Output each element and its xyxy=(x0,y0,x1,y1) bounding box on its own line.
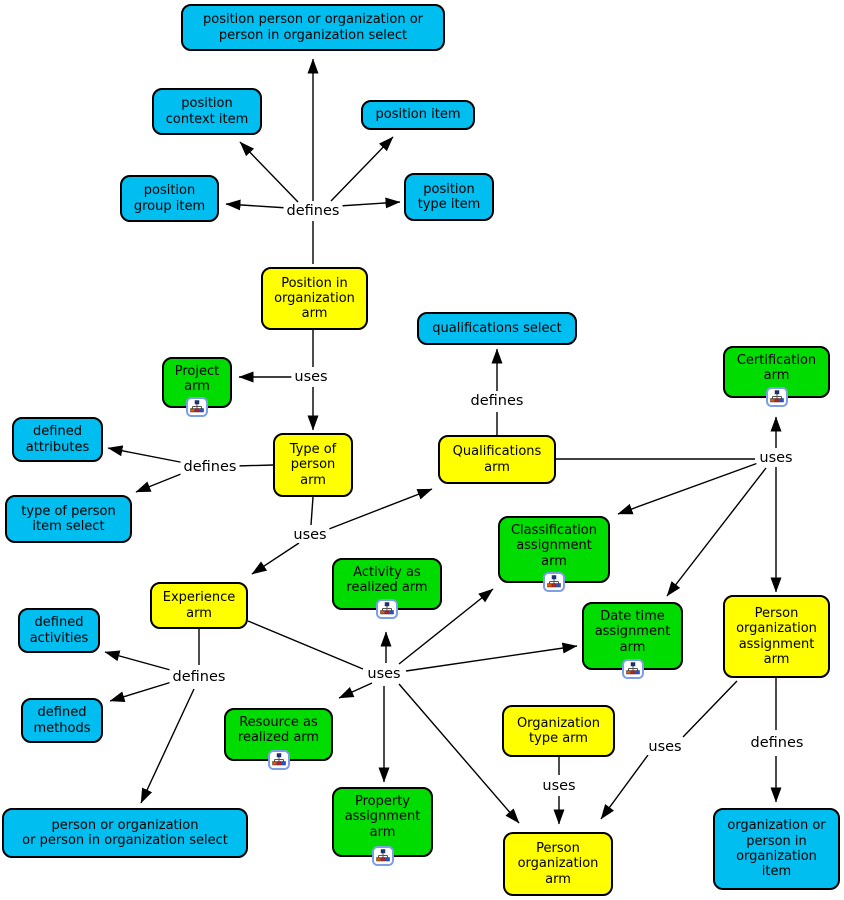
edge-label-defines-experience: defines xyxy=(169,669,229,685)
hierarchy-icon xyxy=(765,387,788,407)
node-qualifications-select[interactable]: qualifications select xyxy=(417,312,577,345)
node-date-time-assignment-arm[interactable]: Date time assignment arm xyxy=(582,602,683,679)
node-type-of-person-item-select[interactable]: type of person item select xyxy=(5,495,132,543)
hierarchy-icon xyxy=(267,750,290,770)
edge-label-defines-type-of-person: defines xyxy=(180,459,240,475)
edge-label-uses-person-org-assignment: uses xyxy=(645,739,685,755)
hierarchy-icon xyxy=(371,846,394,866)
edge-label-uses-qualifications: uses xyxy=(756,450,796,466)
node-position-context-item[interactable]: position context item xyxy=(152,88,262,135)
edge-label-uses-organization-type: uses xyxy=(539,778,579,794)
node-person-or-organization-select[interactable]: person or organization or person in orga… xyxy=(2,808,248,858)
hierarchy-icon xyxy=(543,572,565,592)
node-qualifications-arm[interactable]: Qualifications arm xyxy=(438,435,556,484)
hierarchy-icon xyxy=(621,659,644,679)
edge-label-defines-qualifications: defines xyxy=(467,393,527,409)
edge-label-uses-experience: uses xyxy=(364,666,404,682)
node-type-of-person-arm[interactable]: Type of person arm xyxy=(273,433,353,497)
node-position-in-organization-arm[interactable]: Position in organization arm xyxy=(261,267,368,330)
connector-arrows xyxy=(104,58,782,825)
node-property-assignment-arm[interactable]: Property assignment arm xyxy=(332,787,433,866)
edge-label-uses-position: uses xyxy=(291,369,331,385)
node-resource-as-realized-arm[interactable]: Resource as realized arm xyxy=(224,708,333,770)
edge-label-defines-position: defines xyxy=(283,203,343,219)
node-certification-arm[interactable]: Certification arm xyxy=(723,346,830,407)
hierarchy-icon xyxy=(186,397,208,417)
connector-lines xyxy=(198,221,777,775)
edge-label-defines-person-org-assignment: defines xyxy=(747,735,807,751)
node-position-type-item[interactable]: position type item xyxy=(404,173,494,221)
node-person-organization-arm[interactable]: Person organization arm xyxy=(503,832,613,896)
node-organization-type-arm[interactable]: Organization type arm xyxy=(502,705,615,757)
node-person-organization-assignment-arm[interactable]: Person organization assignment arm xyxy=(723,595,830,678)
node-organization-or-person-item[interactable]: organization or person in organization i… xyxy=(713,808,840,890)
node-activity-as-realized-arm[interactable]: Activity as realized arm xyxy=(332,558,442,619)
node-classification-assignment-arm[interactable]: Classification assignment arm xyxy=(498,516,610,592)
node-position-person-org-select[interactable]: position person or organization or perso… xyxy=(181,4,445,51)
node-position-group-item[interactable]: position group item xyxy=(120,175,219,222)
node-defined-activities[interactable]: defined activities xyxy=(18,608,100,653)
hierarchy-icon xyxy=(376,599,398,619)
node-position-item[interactable]: position item xyxy=(361,100,475,130)
node-defined-methods[interactable]: defined methods xyxy=(21,698,103,743)
node-experience-arm[interactable]: Experience arm xyxy=(150,582,248,629)
node-project-arm[interactable]: Project arm xyxy=(162,357,232,417)
edge-label-uses-type-of-person: uses xyxy=(290,527,330,543)
node-defined-attributes[interactable]: defined attributes xyxy=(12,417,103,462)
